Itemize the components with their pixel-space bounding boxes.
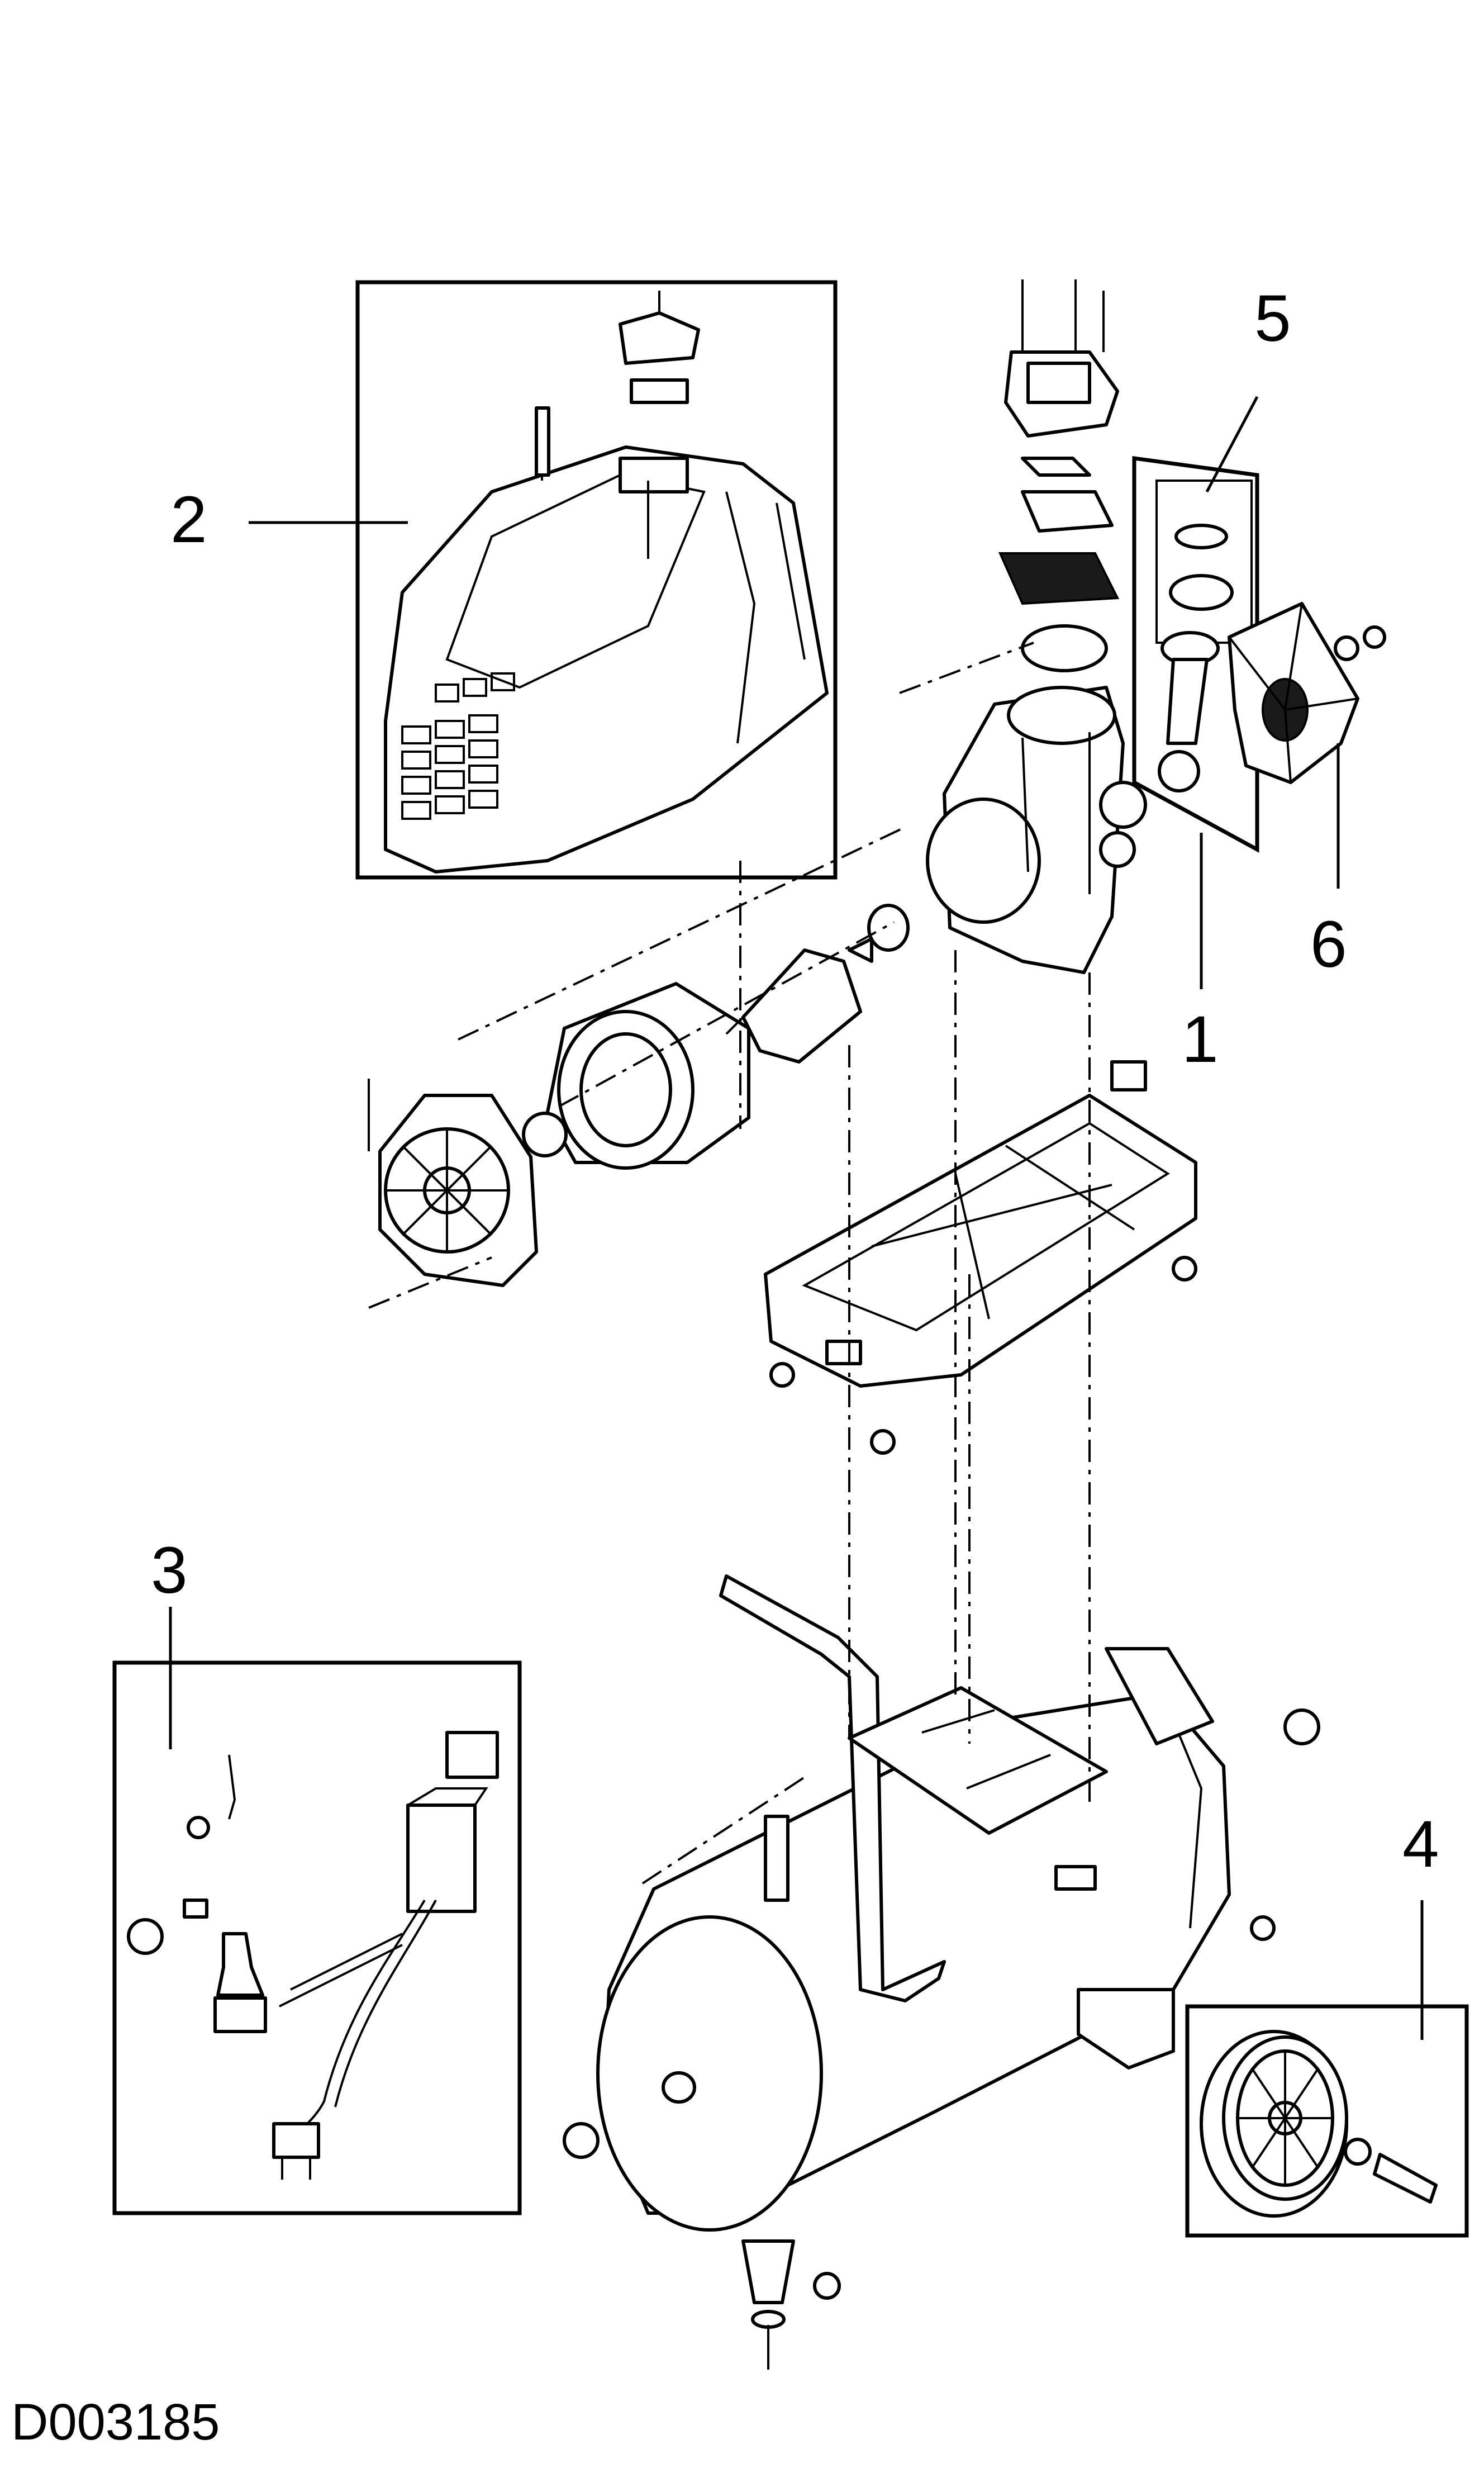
cover-assembly bbox=[355, 280, 838, 880]
wheel-frame bbox=[1185, 2004, 1469, 2238]
callout-6: 6 bbox=[1310, 908, 1347, 981]
callout-3: 3 bbox=[151, 1534, 188, 1607]
pressure-switch-assembly bbox=[112, 1607, 522, 2215]
callout-5: 5 bbox=[1254, 282, 1291, 355]
wheel-assembly bbox=[1185, 1900, 1469, 2238]
pump-assembly bbox=[926, 279, 1203, 989]
piston-assembly bbox=[1132, 396, 1259, 853]
cover-frame bbox=[355, 280, 838, 880]
callout-2: 2 bbox=[170, 483, 207, 557]
callout-1: 1 bbox=[1182, 1003, 1219, 1076]
base-plate bbox=[764, 1060, 1197, 1455]
drawing-code: D003185 bbox=[11, 2394, 220, 2451]
switch-frame bbox=[112, 1660, 522, 2215]
fan-assembly bbox=[1228, 602, 1386, 889]
piston-frame bbox=[1132, 455, 1259, 853]
air-tank bbox=[563, 1574, 1320, 2370]
callout-4: 4 bbox=[1402, 1807, 1439, 1881]
alignment-lines bbox=[368, 642, 1091, 1885]
motor-assembly bbox=[368, 904, 910, 1287]
